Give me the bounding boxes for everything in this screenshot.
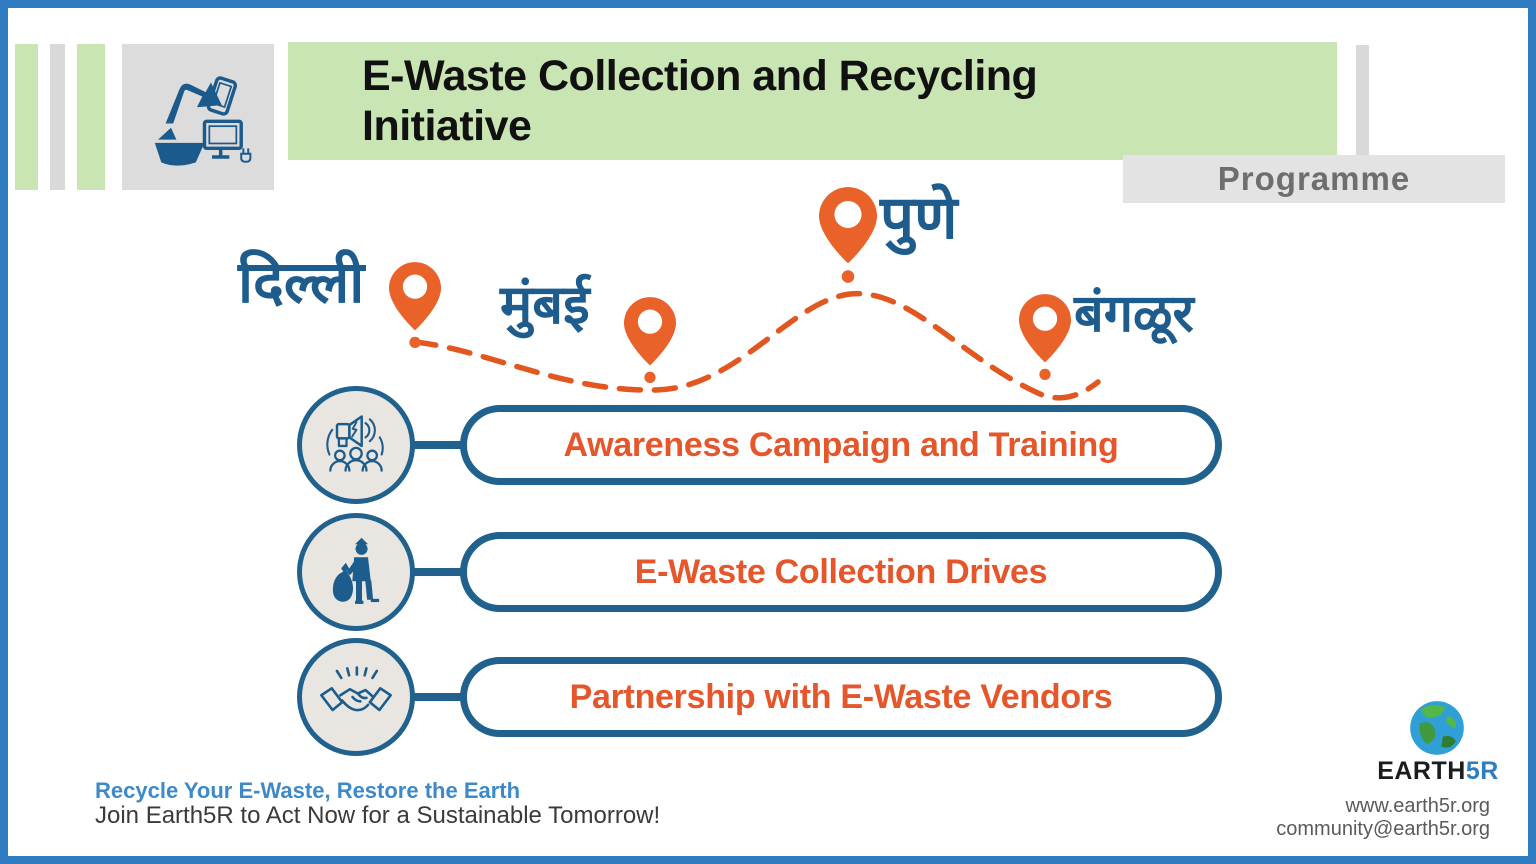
partnership-icon-circle — [297, 638, 415, 756]
decorative-bar — [50, 44, 65, 190]
footer-tagline: Recycle Your E-Waste, Restore the Earth — [95, 778, 521, 803]
map-pin-delhi-icon — [389, 262, 441, 348]
e-waste-recycling-icon — [154, 76, 252, 166]
page-title-line1: E-Waste Collection and Recycling — [362, 51, 1038, 100]
earth5r-globe-icon — [1410, 701, 1464, 755]
map-pin-mumbai-icon — [624, 297, 676, 383]
programme-item-awareness: Awareness Campaign and Training — [460, 405, 1222, 485]
programme-item-label: E-Waste Collection Drives — [634, 552, 1048, 591]
waste-collector-icon — [332, 537, 380, 604]
logo-text-5r: 5R — [1465, 757, 1499, 785]
city-label-delhi: दिल्ली — [238, 250, 365, 315]
email-link: community@earth5r.org — [1276, 818, 1490, 840]
city-label-bengaluru: बंगळूर — [1074, 285, 1194, 343]
e-waste-logo-box — [122, 44, 274, 190]
awareness-icon-circle — [297, 386, 415, 504]
website-link: www.earth5r.org — [1345, 795, 1490, 817]
footer-subline: Join Earth5R to Act Now for a Sustainabl… — [95, 802, 661, 829]
title-band: E-Waste Collection and Recycling Initiat… — [288, 42, 1337, 160]
connector-line — [411, 441, 469, 449]
map-pin-bengaluru-icon — [1019, 294, 1071, 380]
collection-icon-circle — [297, 513, 415, 631]
city-label-pune: पुणे — [880, 184, 958, 251]
city-label-mumbai: मुंबई — [500, 275, 590, 335]
decorative-bar — [1356, 45, 1369, 155]
programme-item-collection: E-Waste Collection Drives — [460, 532, 1222, 612]
megaphone-crowd-icon — [326, 415, 384, 472]
programme-badge: Programme — [1123, 155, 1505, 203]
programme-item-label: Awareness Campaign and Training — [563, 425, 1119, 464]
connector-line — [411, 693, 469, 701]
logo-text-earth: EARTH — [1377, 757, 1466, 785]
connector-line — [411, 568, 469, 576]
page-title-line2: Initiative — [362, 102, 532, 150]
map-pin-pune-icon — [819, 187, 877, 283]
handshake-icon — [320, 666, 392, 712]
earth5r-logo-text: EARTH5R — [1360, 757, 1516, 786]
programme-badge-label: Programme — [1217, 160, 1411, 197]
decorative-bar — [77, 44, 105, 190]
programme-item-label: Partnership with E-Waste Vendors — [569, 677, 1113, 716]
decorative-bar — [15, 44, 38, 190]
programme-item-partnership: Partnership with E-Waste Vendors — [460, 657, 1222, 737]
